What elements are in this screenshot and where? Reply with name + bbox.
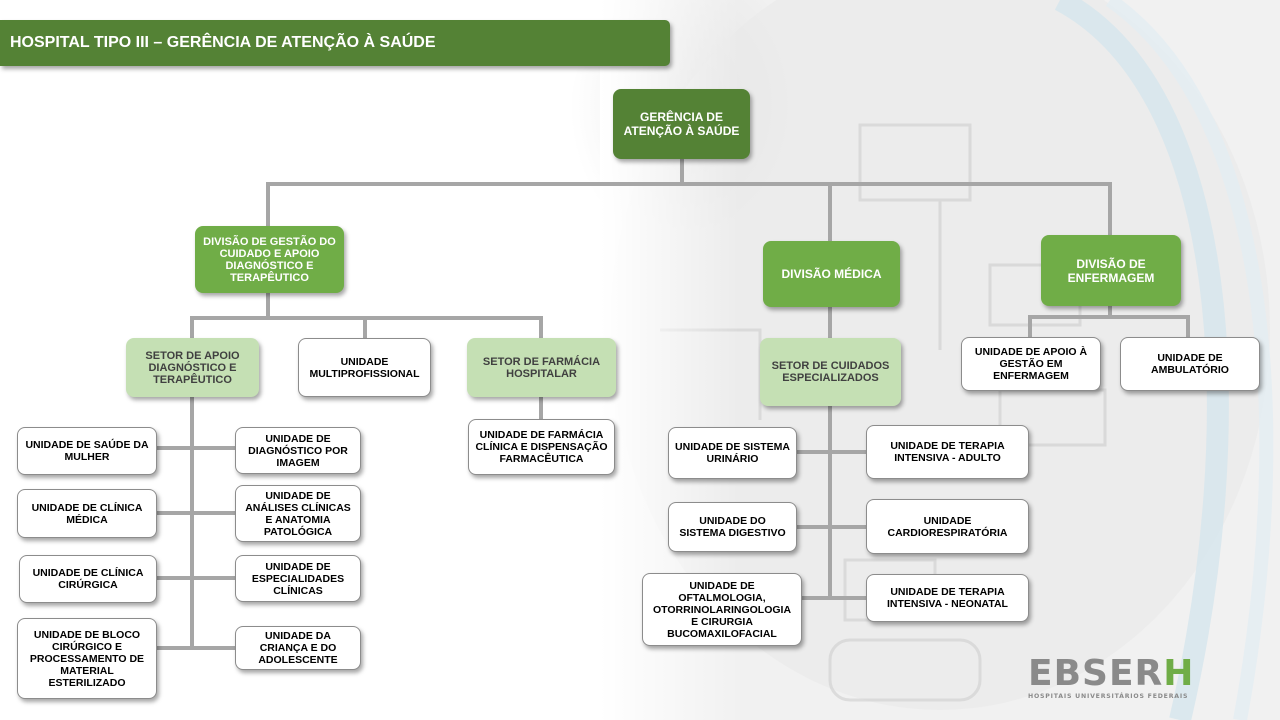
node-unidade-cardiorespiratoria: UNIDADE CARDIORESPIRATÓRIA <box>866 499 1029 554</box>
node-unidade-apoio-enfermagem: UNIDADE DE APOIO À GESTÃO EM ENFERMAGEM <box>961 337 1101 391</box>
node-setor-apoio: SETOR DE APOIO DIAGNÓSTICO E TERAPÊUTICO <box>126 338 259 397</box>
node-unidade-crianca-adolescente: UNIDADE DA CRIANÇA E DO ADOLESCENTE <box>235 626 361 670</box>
node-unidade-oftalmologia: UNIDADE DE OFTALMOLOGIA, OTORRINOLARINGO… <box>642 573 802 646</box>
node-unidade-bloco-cirurgico: UNIDADE DE BLOCO CIRÚRGICO E PROCESSAMEN… <box>17 618 157 699</box>
node-unidade-uti-neonatal: UNIDADE DE TERAPIA INTENSIVA - NEONATAL <box>866 574 1029 622</box>
logo-tagline: HOSPITAIS UNIVERSITÁRIOS FEDERAIS <box>1028 693 1189 700</box>
node-unidade-uti-adulto: UNIDADE DE TERAPIA INTENSIVA - ADULTO <box>866 425 1029 479</box>
node-divisao-medica: DIVISÃO MÉDICA <box>763 241 900 307</box>
node-unidade-saude-mulher: UNIDADE DE SAÚDE DA MULHER <box>17 427 157 475</box>
logo-wordmark: EBSERH <box>1028 653 1195 694</box>
node-unidade-multiprofissional: UNIDADE MULTIPROFISSIONAL <box>298 338 431 397</box>
node-unidade-sistema-urinario: UNIDADE DE SISTEMA URINÁRIO <box>668 427 797 479</box>
node-setor-cuidados: SETOR DE CUIDADOS ESPECIALIZADOS <box>760 338 901 406</box>
node-unidade-analises-clinicas: UNIDADE DE ANÁLISES CLÍNICAS E ANATOMIA … <box>235 485 361 542</box>
node-setor-farmacia: SETOR DE FARMÁCIA HOSPITALAR <box>467 338 616 397</box>
node-unidade-ambulatorio: UNIDADE DE AMBULATÓRIO <box>1120 337 1260 391</box>
node-gerencia: GERÊNCIA DE ATENÇÃO À SAÚDE <box>613 89 750 159</box>
node-unidade-clinica-medica: UNIDADE DE CLÍNICA MÉDICA <box>17 489 157 538</box>
ebserh-logo: EBSERH HOSPITAIS UNIVERSITÁRIOS FEDERAIS <box>1028 655 1196 705</box>
node-unidade-farmacia-clinica: UNIDADE DE FARMÁCIA CLÍNICA E DISPENSAÇÃ… <box>468 419 615 475</box>
node-unidade-sistema-digestivo: UNIDADE DO SISTEMA DIGESTIVO <box>668 502 797 552</box>
node-unidade-diagnostico-imagem: UNIDADE DE DIAGNÓSTICO POR IMAGEM <box>235 427 361 474</box>
node-divisao-enfermagem: DIVISÃO DE ENFERMAGEM <box>1041 235 1181 306</box>
node-divisao-gestao: DIVISÃO DE GESTÃO DO CUIDADO E APOIO DIA… <box>195 226 344 293</box>
node-unidade-especialidades-clinicas: UNIDADE DE ESPECIALIDADES CLÍNICAS <box>235 555 361 602</box>
page-title: HOSPITAL TIPO III – GERÊNCIA DE ATENÇÃO … <box>0 20 670 66</box>
node-unidade-clinica-cirurgica: UNIDADE DE CLÍNICA CIRÚRGICA <box>19 555 157 603</box>
